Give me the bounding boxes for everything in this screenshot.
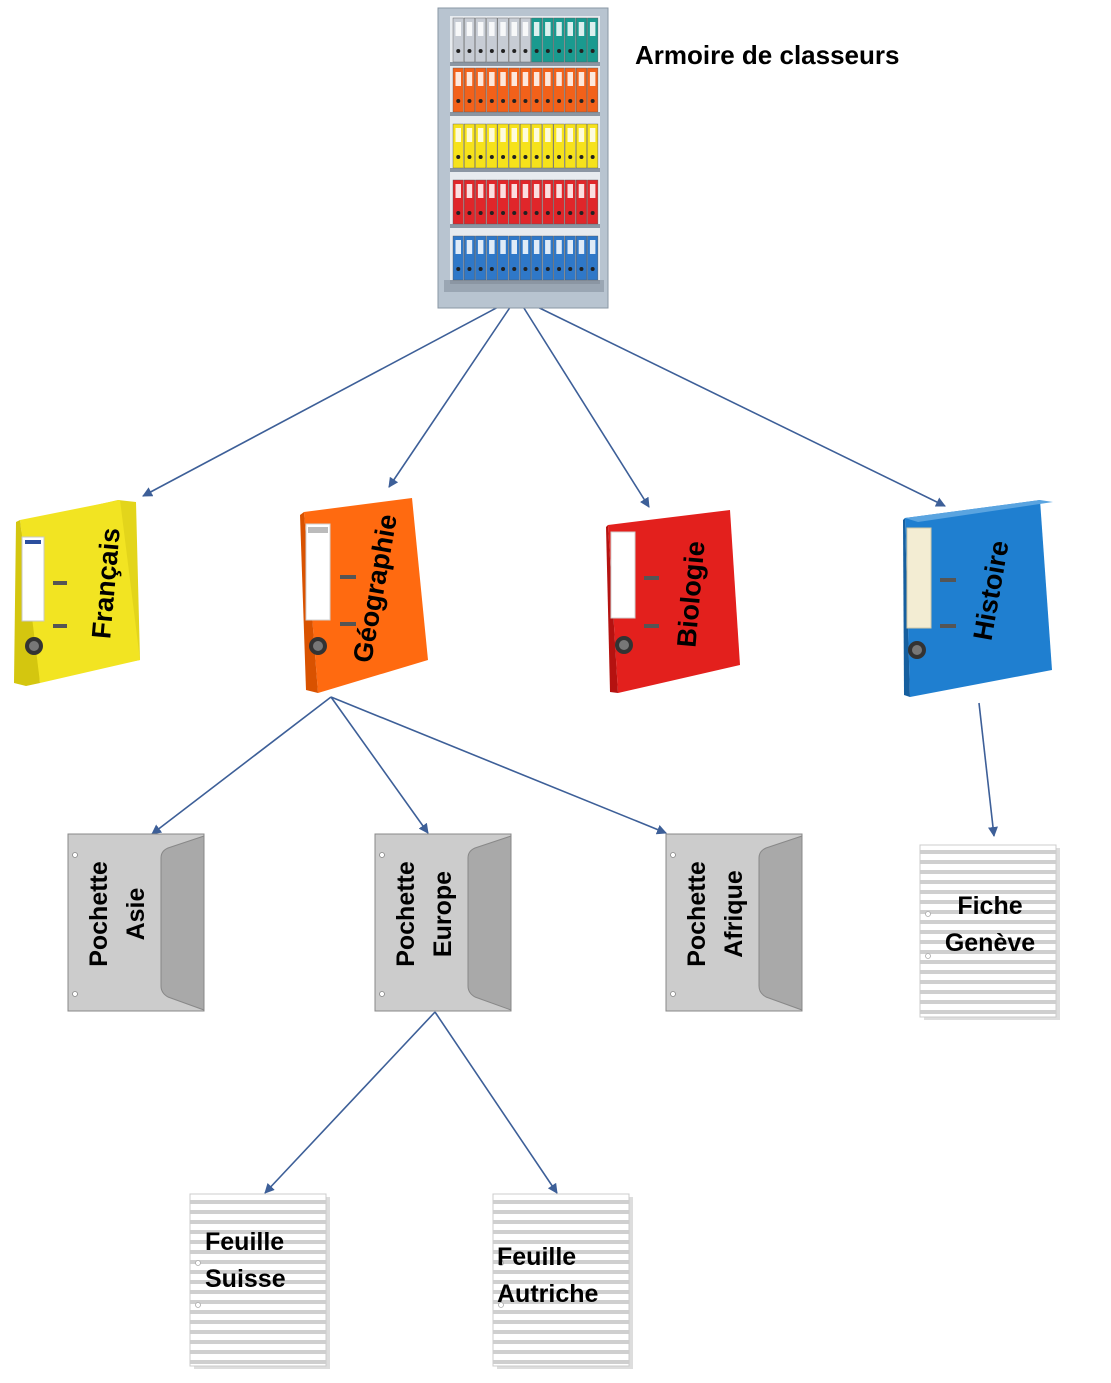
sheet-label-geneve-line2: Genève <box>945 929 1035 957</box>
sheet-suisse: Feuille Suisse <box>189 1193 330 1369</box>
pocket-europe: Pochette Europe <box>374 833 512 1012</box>
binder-francais: Français <box>14 500 140 686</box>
sheet-autriche: Feuille Autriche <box>492 1193 633 1369</box>
pocket-label-asie-line1: Pochette <box>85 861 113 967</box>
arrow-cabinet-to-geographie <box>388 296 518 488</box>
binder-biologie: Biologie <box>606 510 740 693</box>
connectors <box>142 296 998 1194</box>
arrow-cabinet-to-biologie <box>516 296 650 508</box>
arrow-geographie-to-afrique <box>330 696 667 835</box>
arrow-europe-to-autriche <box>434 1011 558 1194</box>
pocket-asie: Pochette Asie <box>67 833 205 1012</box>
sheet-label-autriche-line2: Autriche <box>497 1280 599 1308</box>
arrow-cabinet-to-francais <box>142 296 518 497</box>
arrow-histoire-to-geneve <box>978 702 998 837</box>
arrow-geographie-to-europe <box>330 696 429 834</box>
pocket-label-afrique-line1: Pochette <box>683 861 711 967</box>
binder-geographie: Géographie <box>300 498 428 693</box>
binder-histoire: Histoire <box>903 500 1053 697</box>
pocket-label-europe-line1: Pochette <box>392 861 420 967</box>
sheet-geneve: Fiche Genève <box>919 844 1060 1020</box>
arrow-europe-to-suisse <box>264 1011 436 1194</box>
sheet-label-geneve-line1: Fiche <box>957 892 1022 920</box>
sheet-label-autriche-line1: Feuille <box>497 1243 576 1271</box>
sheet-label-suisse-line2: Suisse <box>205 1265 286 1293</box>
pocket-afrique: Pochette Afrique <box>665 833 803 1012</box>
cabinet-title: Armoire de classeurs <box>635 40 900 70</box>
arrow-geographie-to-asie <box>151 696 332 835</box>
filing-cabinet-icon <box>437 7 609 309</box>
sheet-label-suisse-line1: Feuille <box>205 1228 284 1256</box>
pocket-label-asie-line2: Asie <box>122 888 150 941</box>
arrow-cabinet-to-histoire <box>516 296 946 507</box>
pocket-label-afrique-line2: Afrique <box>720 870 748 958</box>
pocket-label-europe-line2: Europe <box>429 871 457 957</box>
